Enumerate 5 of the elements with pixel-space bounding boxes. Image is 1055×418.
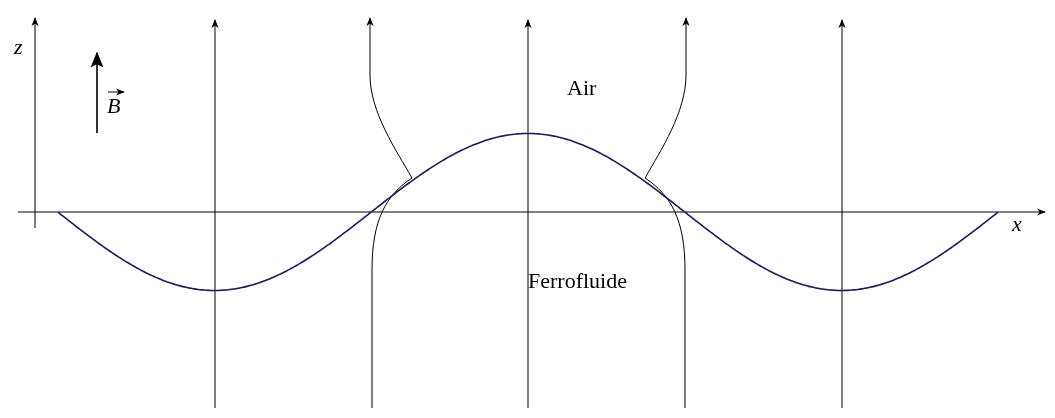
region-label: Air bbox=[567, 77, 597, 99]
region-label: Ferrofluide bbox=[528, 270, 627, 292]
axis-label: x bbox=[1012, 213, 1022, 235]
axis-label: z bbox=[14, 36, 23, 58]
vector-symbol: B bbox=[107, 95, 121, 117]
